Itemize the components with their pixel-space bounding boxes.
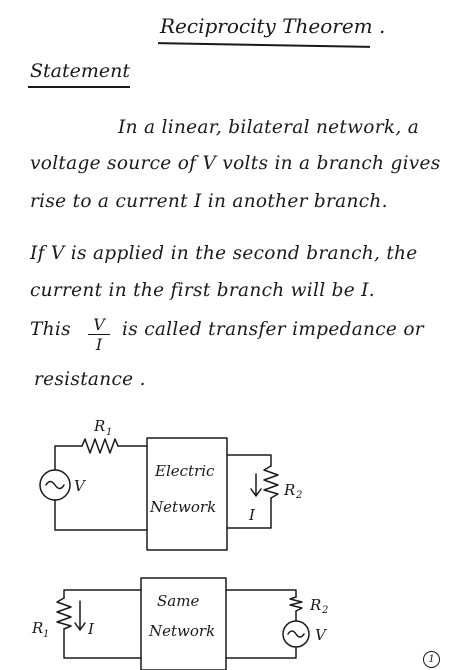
circuit-2-current-label: I — [87, 620, 95, 638]
circuit-2-r2-label: R — [309, 596, 321, 614]
fraction-numerator: V — [93, 315, 105, 334]
circuit-1-source-label: V — [74, 477, 87, 495]
heading-underline — [28, 86, 130, 88]
circuit-1-network-box — [146, 437, 228, 551]
circuit-2-r2-subscript: 2 — [321, 605, 328, 616]
circuit-2-resistor-r2 — [289, 596, 303, 612]
circuit-1-r2-label: R — [283, 481, 295, 499]
transfer-fraction: V I — [88, 316, 110, 353]
circuit-1-resistor-r1 — [81, 438, 119, 454]
section-heading: Statement — [30, 60, 130, 82]
circuit-2-r1-label: R — [31, 619, 43, 637]
circuit-2-wiring — [63, 589, 297, 659]
circuit-1-voltage-source — [39, 469, 71, 501]
paragraph-line-2: voltage source of V volts in a branch gi… — [30, 153, 441, 174]
paragraph-line-1: In a linear, bilateral network, a — [118, 117, 420, 138]
paragraph-line-6-post: is called transfer impedance or — [122, 319, 424, 340]
circuit-1-box-line-2: Network — [149, 498, 216, 516]
page-number: 1 — [423, 651, 440, 668]
paragraph-line-6-pre: This — [30, 319, 71, 340]
circuit-2-voltage-source — [282, 620, 310, 648]
circuit-2-current-arrow — [74, 600, 86, 631]
fraction-bar — [88, 334, 110, 336]
circuit-2-network-box — [140, 577, 227, 670]
circuit-2-box-line-2: Network — [148, 622, 215, 640]
page-title: Reciprocity Theorem . — [160, 14, 386, 38]
circuit-1-r1-label: R — [93, 417, 105, 435]
circuit-2-box-line-1: Same — [157, 592, 199, 610]
circuit-1-current-arrow — [250, 473, 262, 497]
circuit-1-box-line-1: Electric — [154, 462, 215, 480]
paragraph-line-5: current in the first branch will be I. — [30, 280, 375, 301]
circuit-2-resistor-r1 — [56, 597, 72, 630]
circuit-1-r2-subscript: 2 — [295, 490, 302, 501]
fraction-denominator: I — [95, 335, 103, 355]
circuit-1-current-label: I — [248, 506, 256, 524]
circuit-1-r1-subscript: 1 — [106, 427, 112, 438]
circuit-1-wiring — [54, 445, 272, 531]
paragraph-line-4: If V is applied in the second branch, th… — [30, 243, 418, 264]
circuit-2-r1-subscript: 1 — [43, 629, 49, 640]
circuit-1-resistor-r2 — [263, 465, 279, 499]
paragraph-line-3: rise to a current I in another branch. — [30, 191, 388, 212]
paragraph-line-7: resistance . — [34, 369, 146, 390]
circuit-2-source-label: V — [315, 626, 328, 644]
